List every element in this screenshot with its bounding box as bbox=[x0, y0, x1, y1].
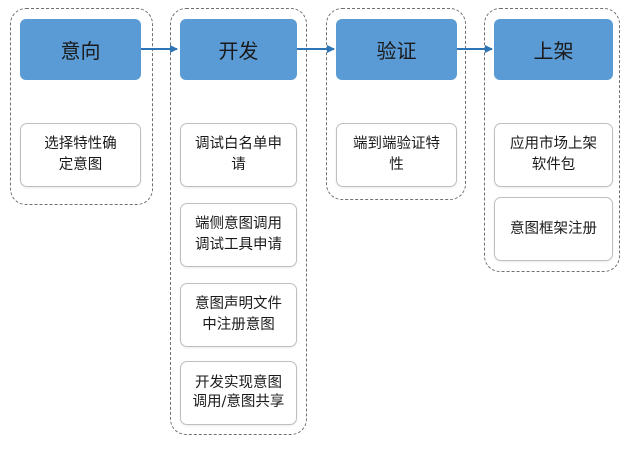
task-card: 调试白名单申请 bbox=[180, 123, 297, 187]
task-card-label: 端侧意图调用调试工具申请 bbox=[195, 216, 282, 253]
task-card: 开发实现意图调用/意图共享 bbox=[180, 361, 297, 425]
task-card-label: 调试白名单申请 bbox=[195, 136, 282, 173]
stage-lane-intent bbox=[10, 8, 153, 205]
stage-lane-publish bbox=[484, 8, 620, 272]
stage-lane-verify bbox=[326, 8, 466, 200]
task-card-label: 端到端验证特性 bbox=[353, 136, 440, 173]
task-card-label: 开发实现意图调用/意图共享 bbox=[192, 375, 285, 410]
task-card: 端侧意图调用调试工具申请 bbox=[180, 203, 297, 267]
stage-header-intent: 意向 bbox=[20, 19, 141, 80]
task-card: 应用市场上架软件包 bbox=[494, 123, 613, 187]
stage-header-publish: 上架 bbox=[494, 19, 613, 80]
task-card: 意图框架注册 bbox=[494, 197, 613, 261]
stage-lane-develop bbox=[170, 8, 307, 435]
task-card-label: 应用市场上架软件包 bbox=[510, 136, 597, 173]
stage-header-verify: 验证 bbox=[336, 19, 457, 80]
stage-header-develop: 开发 bbox=[180, 19, 297, 80]
task-card-label: 意图声明文件中注册意图 bbox=[195, 296, 282, 333]
task-card: 意图声明文件中注册意图 bbox=[180, 283, 297, 347]
task-card: 端到端验证特性 bbox=[336, 123, 457, 187]
task-card-label: 意图框架注册 bbox=[510, 220, 597, 237]
task-card: 选择特性确定意图 bbox=[20, 123, 141, 187]
task-card-label: 选择特性确定意图 bbox=[44, 136, 117, 173]
